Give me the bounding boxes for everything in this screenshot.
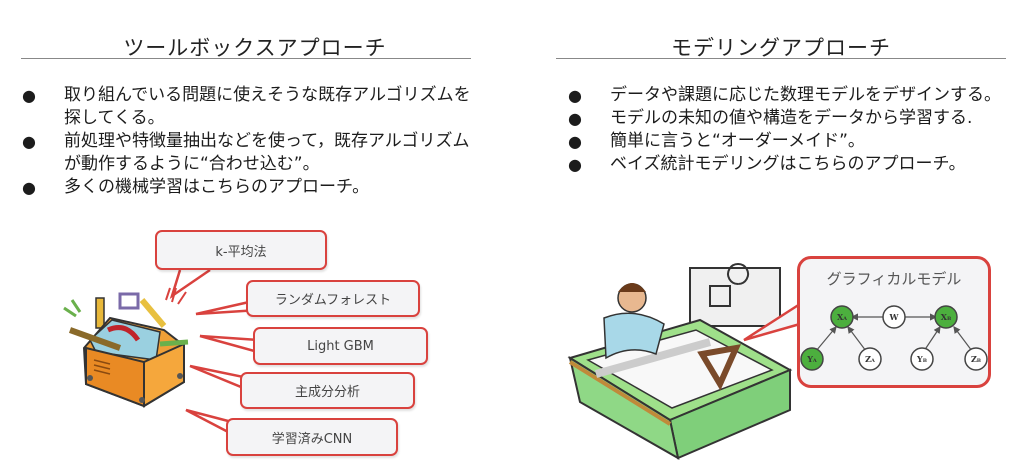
modeling-bullet-list: ●データや課題に応じた数理モデルをデザインする。 ●モデルの未知の値や構造をデー…	[568, 84, 1024, 176]
list-item: ●前処理や特徴量抽出などを使って，既存アルゴリズムが動作するように“合わせ込む”…	[22, 131, 470, 174]
list-item: ●モデルの未知の値や構造をデータから学習する.	[568, 108, 973, 128]
list-item: ●多くの機械学習はこちらのアプローチ。	[22, 177, 370, 197]
list-item: ●データや課題に応じた数理モデルをデザインする。	[568, 85, 1001, 105]
callout-pca: 主成分分析	[240, 372, 415, 409]
graphical-model-callout: グラフィカルモデル XA W XB YA ZA YB ZB	[797, 256, 991, 388]
svg-text:XA: XA	[837, 312, 847, 322]
graphical-model-title: グラフィカルモデル	[826, 270, 962, 288]
bullet-icon: ●	[22, 178, 36, 197]
toolbox-approach-title: ツールボックスアプローチ	[123, 36, 387, 60]
toolbox-bullet-list: ●取り組んでいる問題に使えそうな既存アルゴリズムを探してくる。 ●前処理や特徴量…	[22, 84, 482, 199]
svg-text:XB: XB	[941, 312, 951, 322]
toolbox-icon	[63, 292, 189, 408]
graphical-model-diagram: XA W XB YA ZA YB ZB	[800, 305, 988, 371]
callout-pretrained-cnn: 学習済みCNN	[226, 418, 398, 456]
right-title-rule	[556, 58, 1006, 59]
list-item: ●ベイズ統計モデリングはこちらのアプローチ。	[568, 154, 966, 174]
designer-at-drafting-table-icon	[567, 263, 793, 460]
list-item: ●取り組んでいる問題に使えそうな既存アルゴリズムを探してくる。	[22, 85, 471, 128]
callout-k-means: k-平均法	[155, 230, 327, 270]
svg-text:ZA: ZA	[865, 354, 875, 364]
callout-pointers	[165, 268, 259, 436]
svg-text:YA: YA	[806, 354, 817, 364]
list-item: ●簡単に言うと“オーダーメイド”。	[568, 131, 865, 151]
svg-text:W: W	[889, 312, 900, 322]
bullet-icon: ●	[568, 155, 582, 174]
model-callout-pointer	[743, 302, 801, 342]
modeling-approach-title: モデリングアプローチ	[671, 36, 891, 60]
bullet-icon: ●	[22, 86, 36, 105]
bullet-icon: ●	[568, 86, 582, 105]
callout-light-gbm: Light GBM	[253, 327, 428, 365]
bullet-icon: ●	[568, 132, 582, 151]
bullet-icon: ●	[568, 109, 582, 128]
left-title-rule	[21, 58, 471, 59]
bullet-icon: ●	[22, 132, 36, 151]
svg-text:ZB: ZB	[971, 354, 981, 364]
svg-text:YB: YB	[916, 354, 927, 364]
callout-random-forest: ランダムフォレスト	[246, 280, 420, 317]
